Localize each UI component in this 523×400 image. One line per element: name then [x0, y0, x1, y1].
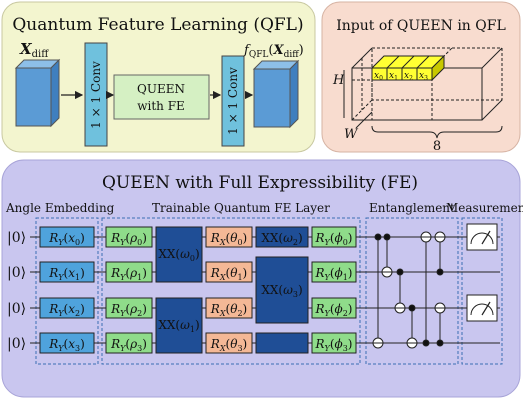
rho-gate-0 — [105, 226, 153, 248]
xx-gate-1 — [155, 297, 203, 354]
queen-block — [113, 74, 210, 120]
rho-gate-3 — [105, 332, 153, 354]
phi-label-3: RY(ϕ3) — [315, 337, 353, 353]
embed-gates — [39, 226, 95, 354]
entanglement-circuit — [372, 231, 446, 349]
xx-label-2: XX(ω2) — [261, 231, 302, 247]
xx-label-3: XX(ω3) — [261, 283, 302, 299]
rho-gates — [105, 226, 153, 354]
theta-gate-0 — [205, 226, 253, 248]
queen-line1: QUEEN — [137, 82, 185, 96]
dim-w-bracket — [355, 111, 373, 129]
phi-label-1: RY(ϕ1) — [315, 266, 353, 282]
patch-label-2: x2 — [404, 71, 413, 82]
theta-gate-3 — [205, 332, 253, 354]
section-angle: Angle Embedding — [5, 201, 115, 215]
box-measurement — [461, 217, 503, 365]
patch-label-0: x0 — [374, 71, 383, 82]
rho-gate-2 — [105, 297, 153, 319]
embed-label-1: RY(x1) — [48, 266, 85, 282]
dim-depth-brace — [371, 125, 503, 139]
box-entanglement — [365, 217, 459, 365]
box-angle — [35, 217, 99, 365]
rho-label-0: RY(ρ0) — [110, 231, 147, 247]
ket-2: |0⟩ — [7, 301, 26, 317]
conv-left-label: 1 × 1 Conv — [89, 61, 103, 129]
embed-label-2: RY(x2) — [48, 302, 85, 318]
embed-gate-3 — [39, 332, 95, 354]
fe-title: QUEEN with Full Expressibility (FE) — [102, 173, 418, 193]
patch-label-1: x1 — [389, 71, 398, 82]
theta-label-2: RX(θ2) — [210, 302, 247, 318]
xx-gate-2 — [255, 226, 309, 248]
xx-gate-0 — [155, 226, 203, 283]
embed-label-0: RY(x0) — [48, 231, 85, 247]
theta-gate-2 — [205, 297, 253, 319]
theta-label-3: RX(θ3) — [210, 337, 247, 353]
phi-gate-1 — [311, 261, 357, 283]
dim-w: W — [344, 127, 359, 142]
queen-line2: with FE — [137, 99, 185, 113]
phi-gates — [311, 226, 357, 354]
dim-depth: 8 — [433, 139, 441, 154]
phi-gate-3 — [311, 332, 357, 354]
meter-icon-0 — [466, 223, 498, 251]
theta-label-1: RX(θ1) — [210, 266, 247, 282]
conv-right-label: 1 × 1 Conv — [226, 67, 240, 135]
xx-label-1: XX(ω1) — [158, 318, 199, 334]
phi-label-2: RY(ϕ2) — [315, 302, 353, 318]
embed-label-3: RY(x3) — [48, 337, 85, 353]
output-cube — [252, 59, 300, 129]
box-trainable — [101, 217, 361, 365]
embed-gate-2 — [39, 297, 95, 319]
phi-gate-0 — [311, 226, 357, 248]
rho-label-3: RY(ρ3) — [110, 337, 147, 353]
dim-h: H — [332, 73, 345, 88]
embed-gate-0 — [39, 226, 95, 248]
rho-label-1: RY(ρ1) — [110, 266, 147, 282]
output-label: fQFL(Xdiff) — [243, 43, 304, 60]
meter-icon-1 — [466, 294, 498, 322]
theta-gate-1 — [205, 261, 253, 283]
input-panel-title: Input of QUEEN in QFL — [336, 18, 506, 34]
rho-label-2: RY(ρ2) — [110, 302, 147, 318]
ket-0: |0⟩ — [7, 230, 26, 246]
phi-label-0: RY(ϕ0) — [315, 231, 353, 247]
xx-gate-3 — [255, 256, 309, 324]
patch-row — [370, 54, 446, 82]
theta-gates — [205, 226, 253, 354]
section-entanglement: Entanglement — [369, 201, 455, 215]
ket-1: |0⟩ — [7, 265, 26, 281]
input-cube — [14, 58, 61, 128]
conv-right — [221, 55, 245, 147]
phi-gate-2 — [311, 297, 357, 319]
theta-label-0: RX(θ0) — [210, 231, 247, 247]
embed-gate-1 — [39, 261, 95, 283]
input-label: Xdiff — [19, 40, 49, 60]
qfl-title: Quantum Feature Learning (QFL) — [12, 15, 303, 35]
section-measurement: Measurement — [446, 201, 523, 215]
xx-label-0: XX(ω0) — [158, 247, 199, 263]
rho-gate-1 — [105, 261, 153, 283]
section-trainable: Trainable Quantum FE Layer — [152, 201, 330, 215]
ket-3: |0⟩ — [7, 336, 26, 352]
xx-gate-continuation — [255, 332, 309, 354]
patch-label-3: x3 — [419, 71, 428, 82]
